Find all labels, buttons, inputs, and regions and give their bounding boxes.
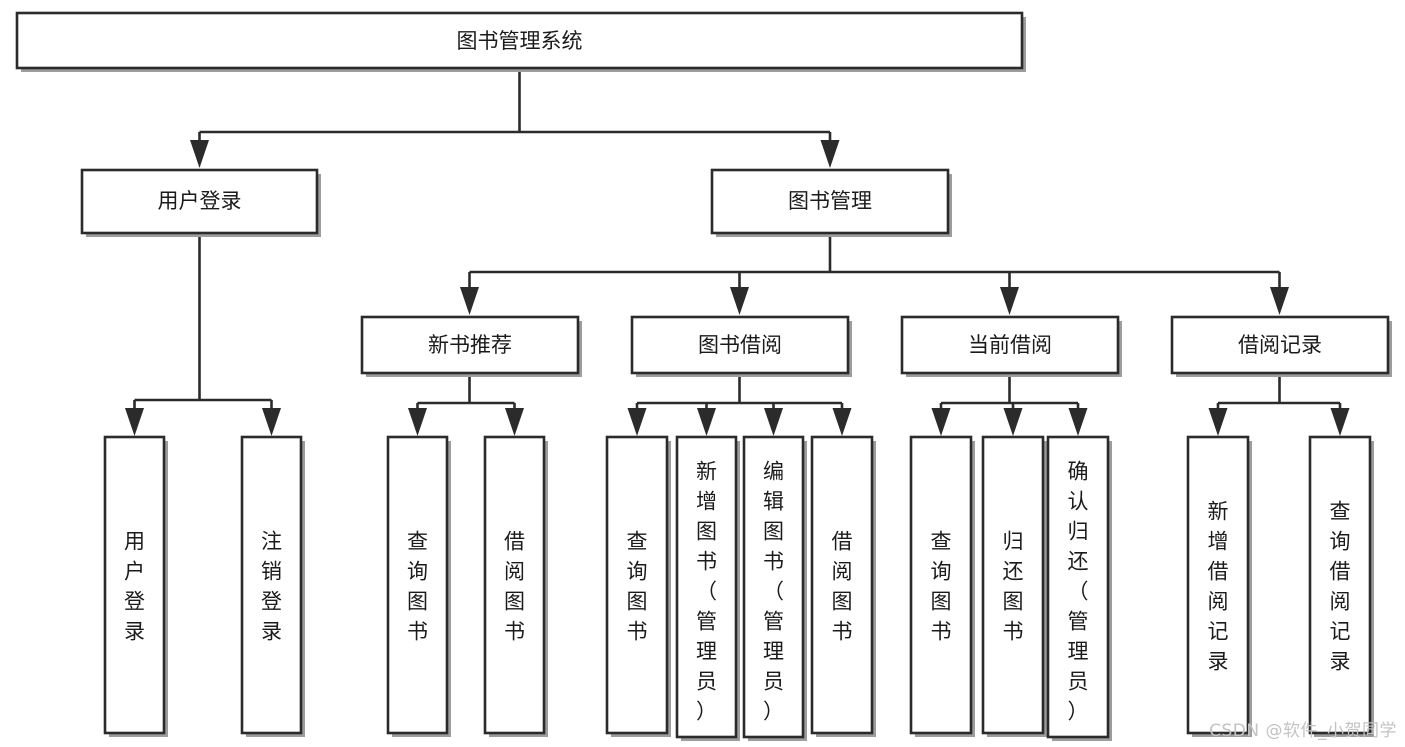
node-leaf-user-logout[interactable] [240, 435, 305, 737]
node-leaf-edit-book[interactable] [742, 435, 807, 741]
arrow-down-icon [832, 408, 852, 436]
arrow-down-icon [1003, 408, 1023, 436]
leaf-label: 查询图书 [931, 529, 952, 643]
node-user-login[interactable]: 用户登录 [80, 168, 321, 237]
leaf-label: 确认归还（管理员） [1068, 459, 1089, 723]
arrow-down-icon [1330, 408, 1350, 436]
node-book-manage-box [710, 168, 950, 235]
leaf-label-layer: 用户登录 注销登录 查询图书 借阅图书 查询图书 新增图书（管理员） 编辑图书（管理员） 借阅… [124, 459, 1351, 723]
leaf-label: 编辑图书（管理员） [763, 459, 784, 723]
leaf-label: 新增借阅记录 [1208, 499, 1229, 673]
arrowhead-layer [125, 140, 1350, 436]
arrow-down-icon [627, 408, 647, 436]
arrow-down-icon [190, 140, 209, 168]
leaf-label: 查询图书 [627, 529, 648, 643]
leaf-label: 归还图书 [1003, 529, 1024, 643]
leaf-label: 借阅图书 [832, 529, 853, 643]
leaf-box [240, 435, 303, 735]
arrow-down-icon [262, 408, 281, 436]
arrow-down-icon [931, 408, 951, 436]
leaf-box [605, 435, 669, 735]
leaf-box [1046, 435, 1110, 739]
leaf-label: 借阅图书 [504, 529, 525, 643]
node-root-label: 图书管理系统 [457, 29, 583, 53]
node-borrow-record[interactable]: 借阅记录 [1170, 315, 1392, 377]
node-new-book-recommend[interactable]: 新书推荐 [360, 315, 582, 377]
leaf-box [981, 435, 1045, 735]
node-new-book-recommend-label: 新书推荐 [428, 333, 512, 357]
node-current-borrow-box [900, 315, 1120, 375]
node-leaf-query-record[interactable] [1308, 435, 1374, 737]
node-borrow-record-label: 借阅记录 [1238, 333, 1322, 357]
leaf-box-layer [103, 435, 1374, 741]
node-root-box [15, 11, 1024, 70]
arrow-down-icon [125, 408, 144, 436]
node-borrow-record-box [1170, 315, 1390, 375]
node-user-login-label: 用户登录 [158, 189, 242, 213]
leaf-box [483, 435, 546, 735]
leaf-label: 用户登录 [124, 529, 145, 643]
arrow-down-icon [730, 287, 749, 315]
arrow-down-icon [1068, 408, 1088, 436]
node-leaf-add-book[interactable] [675, 435, 740, 741]
node-root[interactable]: 图书管理系统 [15, 11, 1026, 72]
node-leaf-user-login[interactable] [103, 435, 168, 737]
node-leaf-borrow-book-1[interactable] [483, 435, 548, 737]
arrow-down-icon [1208, 408, 1228, 436]
leaf-label: 查询借阅记录 [1330, 499, 1351, 673]
leaf-box [810, 435, 874, 735]
leaf-box [742, 435, 805, 739]
arrow-down-icon [764, 408, 783, 436]
leaf-box [103, 435, 166, 735]
leaf-box [675, 435, 738, 739]
node-leaf-query-book-1[interactable] [386, 435, 451, 737]
node-leaf-confirm-return[interactable] [1046, 435, 1112, 741]
leaf-box [909, 435, 973, 735]
arrow-down-icon [460, 287, 479, 315]
node-current-borrow-label: 当前借阅 [968, 333, 1052, 357]
arrow-down-icon [820, 140, 840, 168]
node-current-borrow[interactable]: 当前借阅 [900, 315, 1122, 377]
node-leaf-return-book[interactable] [981, 435, 1047, 737]
leaf-label: 查询图书 [407, 529, 428, 643]
leaf-label: 新增图书（管理员） [696, 459, 717, 723]
node-book-borrow[interactable]: 图书借阅 [630, 315, 852, 377]
leaf-box [386, 435, 449, 735]
node-leaf-add-record[interactable] [1186, 435, 1252, 737]
watermark: CSDN @软件_小贺同学 [1209, 721, 1397, 741]
leaf-box [1308, 435, 1372, 735]
arrow-down-icon [505, 408, 524, 436]
node-leaf-query-book-2[interactable] [605, 435, 671, 737]
node-book-borrow-box [630, 315, 850, 375]
arrow-down-icon [1000, 287, 1019, 315]
node-leaf-query-book-3[interactable] [909, 435, 975, 737]
node-user-login-box [80, 168, 319, 235]
node-new-book-recommend-box [360, 315, 580, 375]
leaf-box [1186, 435, 1250, 735]
arrow-down-icon [1270, 287, 1289, 315]
node-book-manage-label: 图书管理 [788, 189, 872, 213]
node-book-borrow-label: 图书借阅 [698, 333, 782, 357]
arrow-down-icon [408, 408, 427, 436]
node-book-manage[interactable]: 图书管理 [710, 168, 952, 237]
arrow-down-icon [697, 408, 716, 436]
leaf-label: 注销登录 [261, 529, 282, 643]
node-leaf-borrow-book-2[interactable] [810, 435, 876, 737]
